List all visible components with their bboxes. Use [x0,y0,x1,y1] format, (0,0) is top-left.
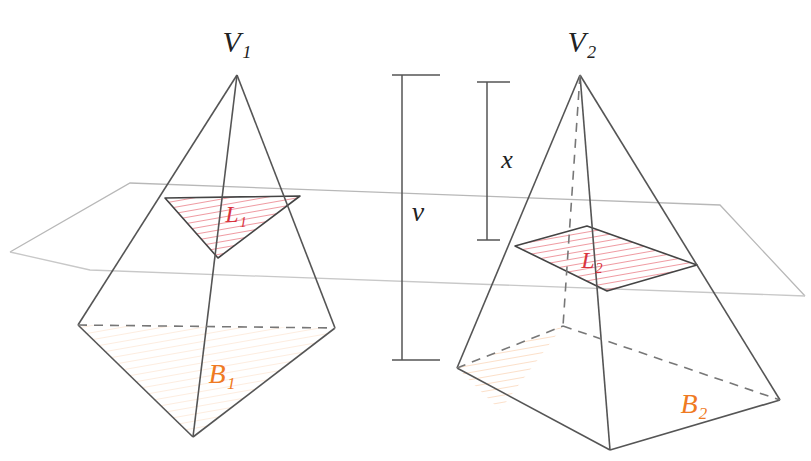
apex-label: V₁ [223,27,252,57]
cross-section-l1 [165,196,300,258]
section-label: L₂ [581,248,603,272]
base-b2 [457,326,563,410]
cross-section-l2 [515,226,697,291]
cutting-plane [10,183,805,296]
section-label: L₁ [225,202,247,226]
height-label: v [412,198,424,226]
square-pyramid [457,75,780,450]
triangular-pyramid [78,75,335,437]
base-b1 [78,325,335,437]
apex-label: V₂ [568,27,597,57]
base-label: B₂ [681,390,708,418]
height-dimension [392,75,510,360]
distance-label: x [501,147,513,173]
base-label: B₁ [209,360,236,388]
